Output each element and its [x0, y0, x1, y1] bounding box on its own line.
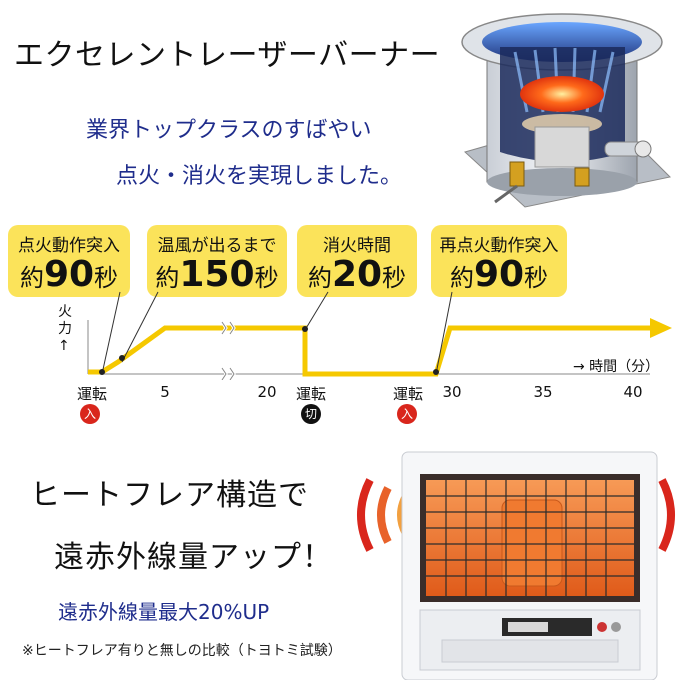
callout-unit: 秒 [382, 264, 407, 292]
y-axis-label: 火力↑ [58, 304, 72, 354]
firepower-arrowhead [650, 318, 672, 338]
test-note: ※ヒートフレア有りと無しの比較（トヨトミ試験） [22, 643, 342, 659]
callout-label: 消火時間 [323, 236, 391, 256]
burner-title: エクセレントレーザーバーナー [14, 38, 441, 73]
x-tick: 40 [623, 383, 643, 401]
infrared-highlight: 遠赤外線量最大20%UP [58, 600, 270, 624]
firepower-line [88, 325, 650, 377]
x-tick: 35 [533, 383, 553, 401]
callout-label: 温風が出るまで [157, 236, 277, 256]
event-label: 運転 [76, 385, 107, 403]
axis-break-upper-line [221, 321, 235, 335]
callout-warm-air: 温風が出るまで 約150秒 [147, 225, 287, 297]
callout-reignition: 再点火動作突入 約90秒 [431, 225, 567, 297]
callout-value: 約150秒 [147, 257, 287, 298]
callout-number: 90 [43, 254, 95, 295]
callout-number: 20 [331, 254, 383, 295]
callout-prefix: 約 [155, 264, 180, 292]
callout-unit: 秒 [254, 264, 279, 292]
heater-illustration [357, 451, 675, 680]
event-badge-on: 入 [397, 404, 417, 424]
callout-value: 約20秒 [297, 257, 417, 298]
axis-break-lower-line [221, 367, 235, 380]
ignition-chart [87, 291, 672, 380]
point-ignition [99, 369, 105, 375]
x-tick: 30 [442, 383, 462, 401]
callout-label: 点火動作突入 [18, 236, 120, 256]
heater-grille [426, 480, 634, 596]
subtitle-line-1: 業界トップクラスのすばやい [86, 118, 372, 143]
callout-value: 約90秒 [8, 257, 130, 298]
callout-value: 約90秒 [431, 257, 567, 298]
leader-extinguish [304, 291, 329, 331]
leader-warm-air [121, 291, 159, 363]
x-axis-label: → 時間（分） [573, 359, 660, 375]
callout-number: 150 [179, 254, 255, 295]
callout-extinguish: 消火時間 約20秒 [297, 225, 417, 297]
point-reignition [433, 369, 439, 375]
callout-unit: 秒 [524, 264, 549, 292]
point-extinguish [302, 326, 308, 332]
burner-illustration [461, 13, 672, 208]
event-badge-on: 入 [80, 404, 100, 424]
subtitle-line-2: 点火・消火を実現しました。 [116, 164, 403, 189]
callout-unit: 秒 [94, 264, 119, 292]
callout-prefix: 約 [19, 264, 44, 292]
heatflare-title-line-1: ヒートフレア構造で [30, 478, 309, 513]
callout-ignition: 点火動作突入 約90秒 [8, 225, 130, 297]
callout-label: 再点火動作突入 [439, 236, 559, 256]
event-label: 運転 [392, 385, 423, 403]
x-tick: 5 [160, 383, 170, 401]
callout-prefix: 約 [449, 264, 474, 292]
point-warm-air [119, 355, 125, 361]
event-badge-off: 切 [301, 404, 321, 424]
leader-ignition [101, 291, 121, 375]
x-tick: 20 [257, 383, 277, 401]
event-label: 運転 [295, 385, 326, 403]
callout-number: 90 [473, 254, 525, 295]
leader-reignition [435, 291, 453, 375]
heatflare-title-line-2: 遠赤外線量アップ！ [54, 540, 333, 575]
callout-prefix: 約 [307, 264, 332, 292]
